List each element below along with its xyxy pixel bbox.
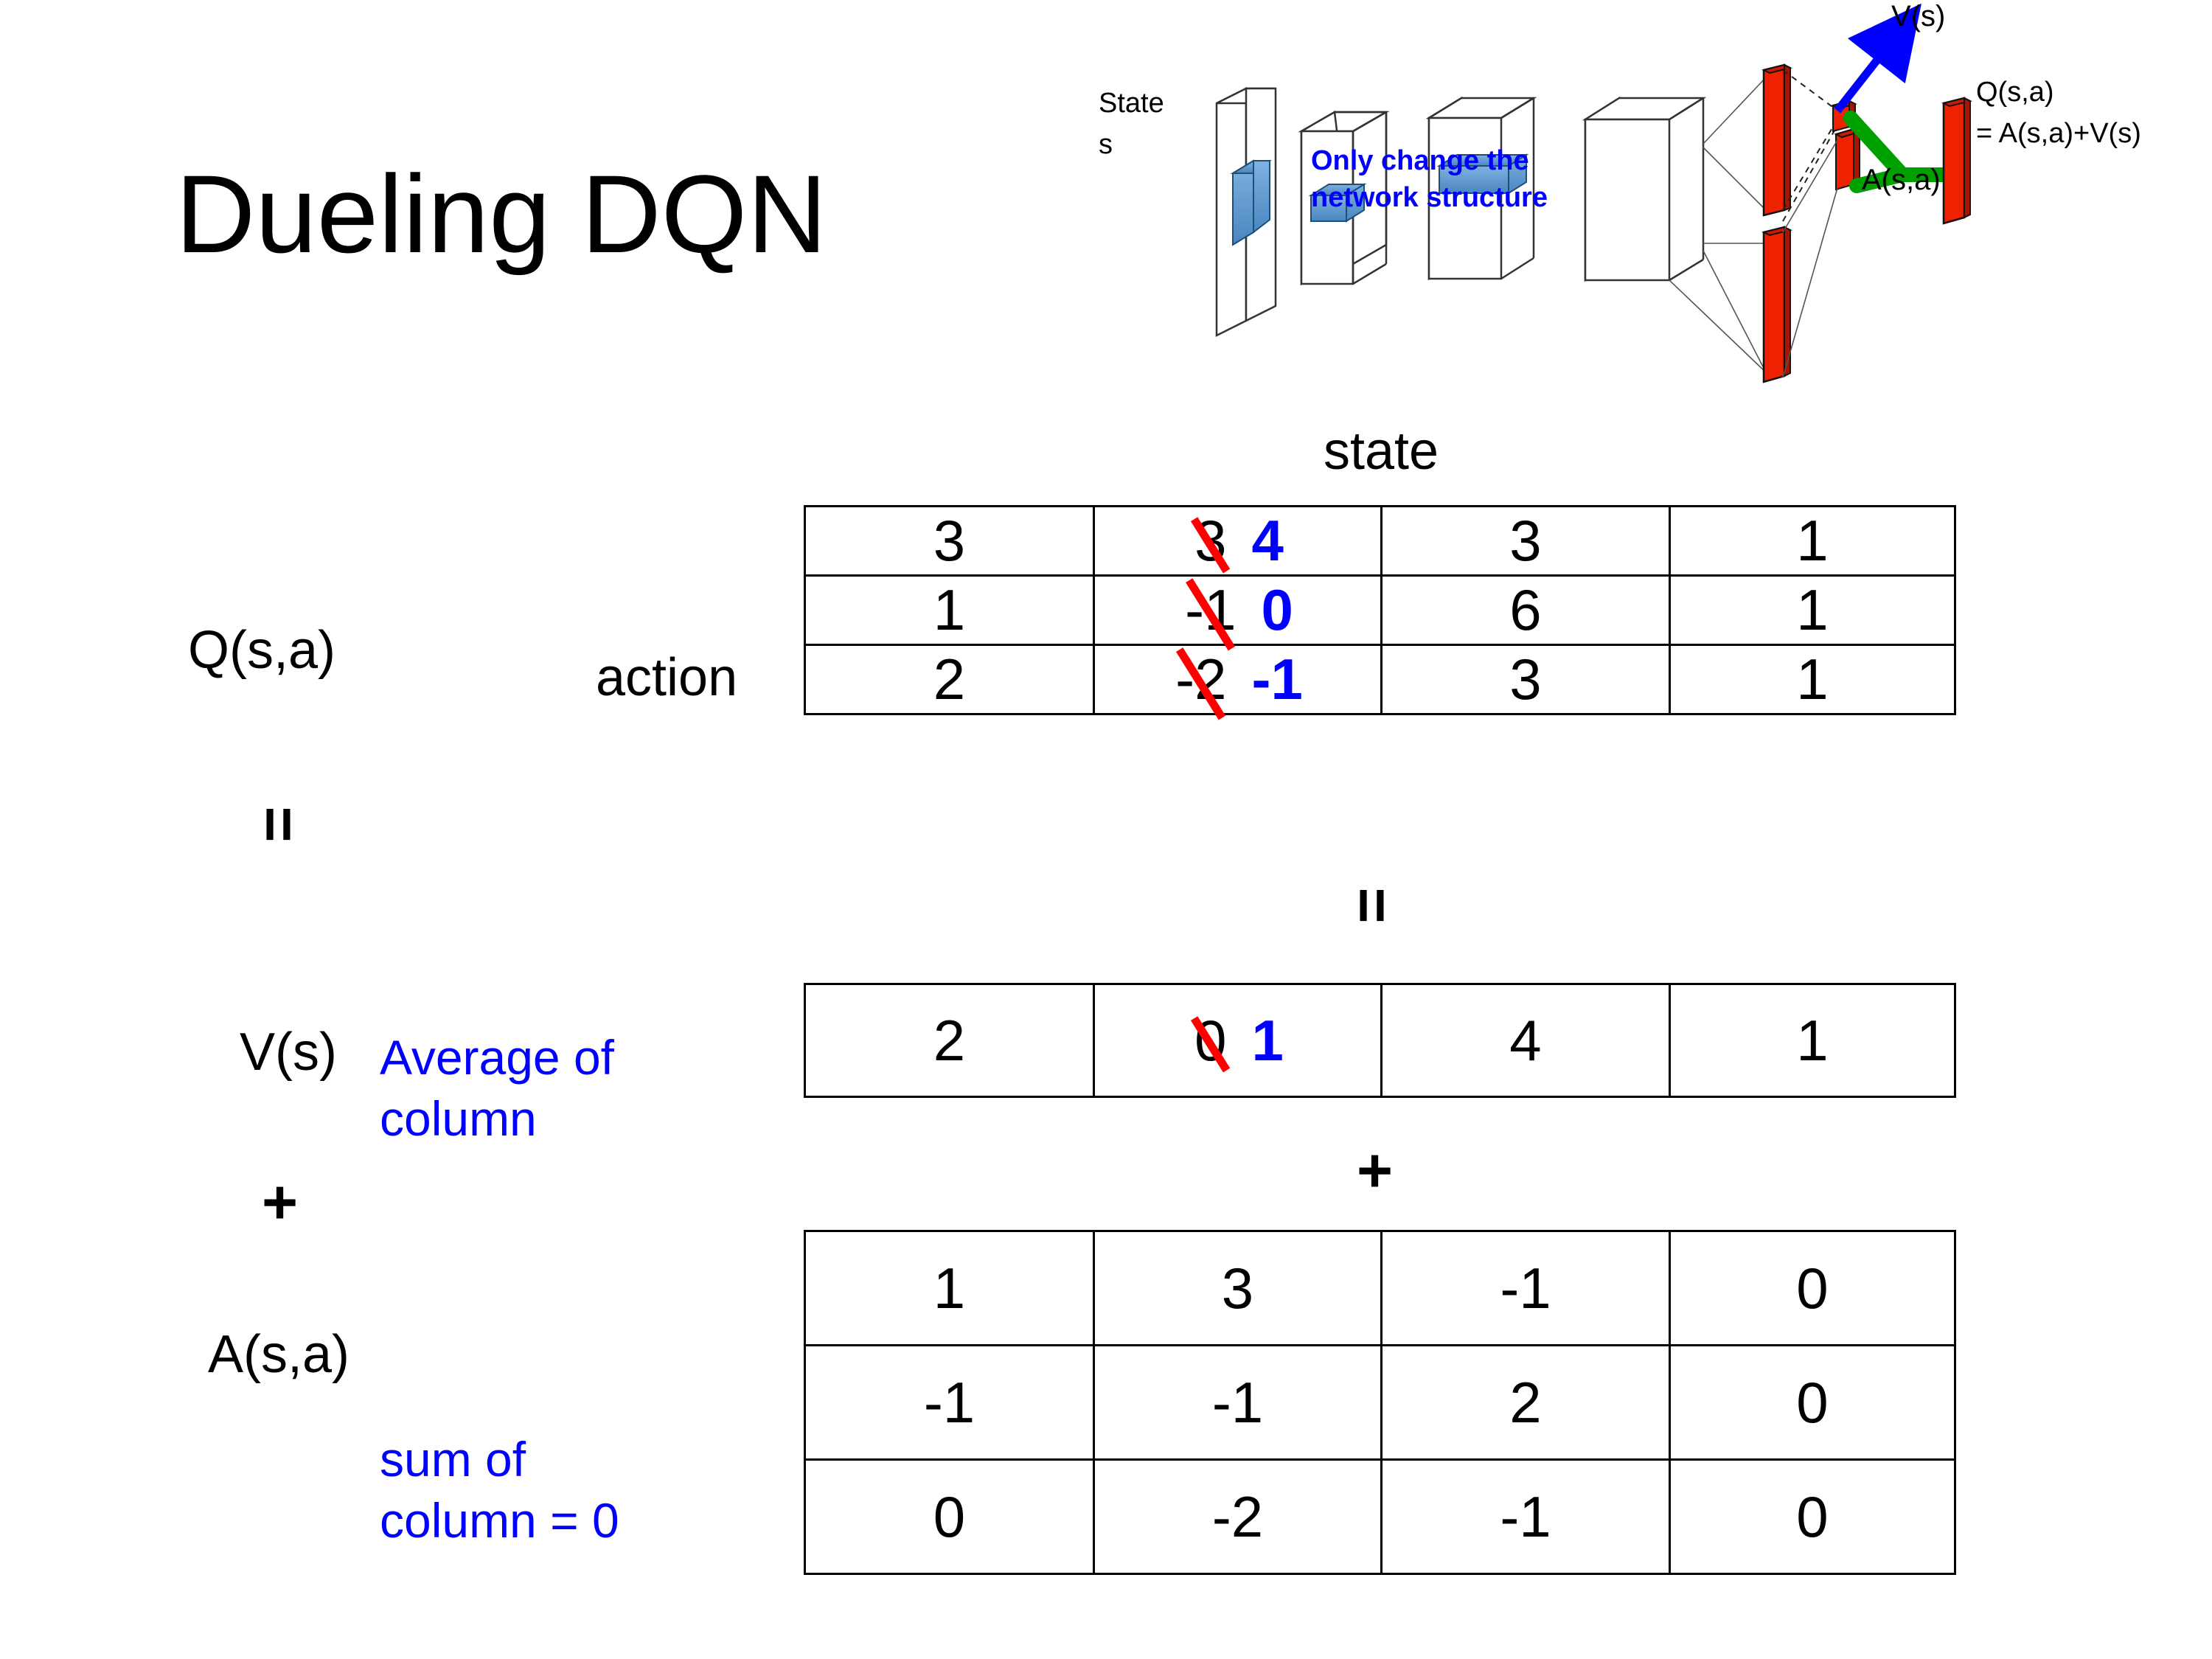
a-cell-0-3: 0 <box>1669 1230 1956 1346</box>
diagram-q-label: Q(s,a) = A(s,a)+V(s) <box>1976 77 2141 150</box>
a-cell-2-0: 0 <box>804 1458 1095 1575</box>
diagram-q-label-line1: Q(s,a) <box>1976 77 2054 108</box>
annotation-sum-of-column: sum of column = 0 <box>380 1432 619 1548</box>
v-label: V(s) <box>240 1023 337 1082</box>
table-row: 0 -2 -1 0 <box>804 1458 1956 1575</box>
a-cell-value: -1 <box>923 1369 975 1435</box>
a-label: A(s,a) <box>208 1325 350 1384</box>
q-label: Q(s,a) <box>188 621 336 680</box>
table-row: 1 -1 0 6 1 <box>804 574 1956 646</box>
annotation-average-of-column: Average of column <box>380 1032 614 1145</box>
a-cell-value: 1 <box>933 1255 966 1321</box>
q-cell-old-value: 3 <box>1192 507 1229 574</box>
a-cell-value: 3 <box>1221 1255 1254 1321</box>
a-cell-0-0: 1 <box>804 1230 1095 1346</box>
a-cell-1-3: 0 <box>1669 1344 1956 1461</box>
q-cell-2-0: 2 <box>804 644 1095 715</box>
q-cell-1-2: 6 <box>1380 574 1671 646</box>
q-cell-0-2: 3 <box>1380 505 1671 577</box>
a-cell-0-2: -1 <box>1380 1230 1671 1346</box>
a-matrix-table: 1 3 -1 0 -1 -1 2 0 0 -2 -1 0 <box>804 1230 1956 1575</box>
annotation-average-line2: column <box>380 1091 537 1147</box>
diagram-note-line1: Only change the <box>1311 145 1529 176</box>
v-cell-old-value: 0 <box>1192 1007 1229 1074</box>
v-cell-0-2: 4 <box>1380 983 1671 1098</box>
a-cell-1-2: 2 <box>1380 1344 1671 1461</box>
v-cell-value: 2 <box>933 1007 966 1073</box>
q-cell-0-3: 1 <box>1669 505 1956 577</box>
a-cell-2-1: -2 <box>1093 1458 1382 1575</box>
diagram-state-label-line2: s <box>1099 128 1113 160</box>
dueling-network-diagram: State s Only change the network structur… <box>1099 0 2212 413</box>
table-row: 1 3 -1 0 <box>804 1230 1956 1346</box>
a-cell-value: -1 <box>1211 1369 1264 1435</box>
table-row: -1 -1 2 0 <box>804 1344 1956 1461</box>
a-cell-value: -2 <box>1211 1484 1264 1549</box>
diagram-note-line2: network structure <box>1311 181 1548 213</box>
state-axis-label: state <box>1324 422 1439 481</box>
a-cell-value: 0 <box>1796 1255 1829 1321</box>
page-title: Dueling DQN <box>175 152 827 276</box>
annotation-average-line1: Average of <box>380 1030 615 1085</box>
v-cell-new-value: 1 <box>1251 1007 1284 1073</box>
q-cell-2-3: 1 <box>1669 644 1956 715</box>
q-cell-1-0: 1 <box>804 574 1095 646</box>
q-cell-1-1: -1 0 <box>1093 574 1382 646</box>
network-diagram-svg <box>1215 3 1972 383</box>
annotation-sum-line1: sum of <box>380 1432 526 1486</box>
diagram-note: Only change the network structure <box>1311 145 1548 214</box>
action-axis-label: action <box>596 648 738 707</box>
a-cell-value: 2 <box>1509 1369 1542 1435</box>
table-row: 2 -2 -1 3 1 <box>804 644 1956 715</box>
a-cell-value: 0 <box>933 1484 966 1549</box>
a-cell-value: -1 <box>1500 1484 1551 1549</box>
q-cell-value: 1 <box>933 577 966 642</box>
v-cell-value: 1 <box>1796 1007 1829 1073</box>
diagram-state-label: State s <box>1099 88 1164 161</box>
a-cell-2-2: -1 <box>1380 1458 1671 1575</box>
q-cell-value: 3 <box>933 508 966 573</box>
q-cell-value: 2 <box>933 647 966 712</box>
diagram-q-label-line2: = A(s,a)+V(s) <box>1976 117 2141 149</box>
diagram-state-label-line1: State <box>1099 88 1164 119</box>
plus-sign-left: + <box>262 1167 298 1237</box>
q-cell-value: 1 <box>1796 577 1829 642</box>
annotation-sum-line2: column = 0 <box>380 1493 619 1548</box>
q-cell-2-2: 3 <box>1380 644 1671 715</box>
q-cell-old-value: -1 <box>1182 577 1239 644</box>
q-cell-value: 3 <box>1509 508 1542 573</box>
a-cell-1-0: -1 <box>804 1344 1095 1461</box>
q-cell-new-value: 0 <box>1261 577 1293 642</box>
q-cell-new-value: 4 <box>1251 508 1284 573</box>
a-cell-0-1: 3 <box>1093 1230 1382 1346</box>
a-cell-value: 0 <box>1796 1484 1829 1549</box>
a-cell-value: 0 <box>1796 1369 1829 1435</box>
v-cell-0-0: 2 <box>804 983 1095 1098</box>
a-cell-value: -1 <box>1500 1255 1551 1321</box>
equals-sign-middle: = <box>1338 887 1408 922</box>
a-cell-2-3: 0 <box>1669 1458 1956 1575</box>
q-cell-value: 1 <box>1796 508 1829 573</box>
q-cell-value: 6 <box>1509 577 1542 642</box>
equals-sign-left: = <box>244 806 314 841</box>
q-cell-2-1: -2 -1 <box>1093 644 1382 715</box>
diagram-v-label: V(s) <box>1891 0 1946 32</box>
q-cell-1-3: 1 <box>1669 574 1956 646</box>
q-cell-value: 3 <box>1509 647 1542 712</box>
v-cell-value: 4 <box>1509 1007 1542 1073</box>
q-cell-0-0: 3 <box>804 505 1095 577</box>
q-cell-value: 1 <box>1796 647 1829 712</box>
a-cell-1-1: -1 <box>1093 1344 1382 1461</box>
q-cell-old-value: -2 <box>1172 646 1229 713</box>
plus-sign-middle: + <box>1357 1135 1393 1205</box>
v-cell-0-3: 1 <box>1669 983 1956 1098</box>
q-cell-new-value: -1 <box>1251 647 1303 712</box>
diagram-a-label: A(s,a) <box>1862 164 1941 196</box>
